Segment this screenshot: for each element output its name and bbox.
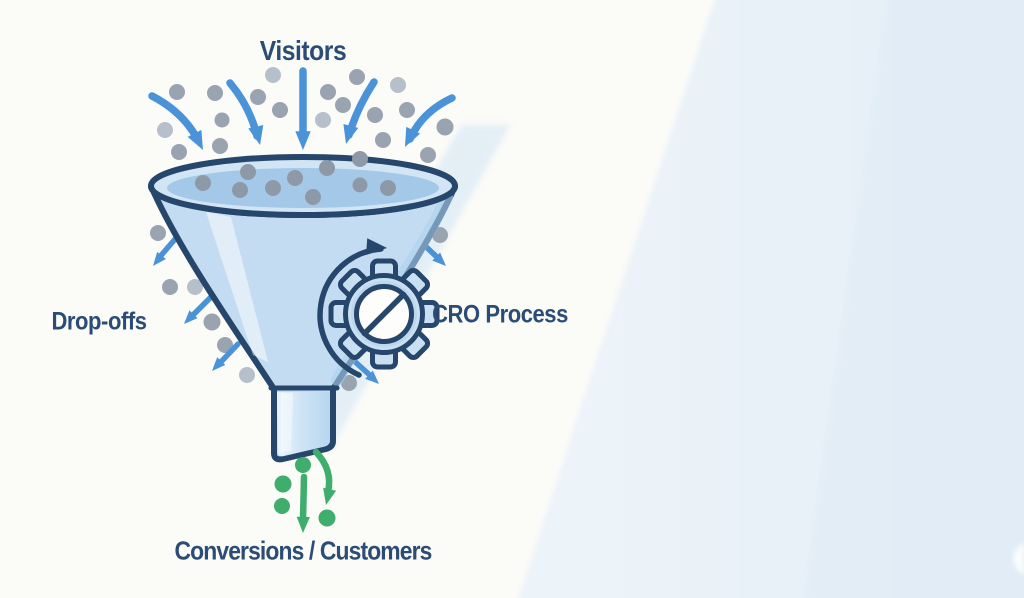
dot-icon [341,375,357,391]
dot-icon [207,85,223,101]
dot-icon [169,84,185,100]
dot-icon [171,144,187,160]
funnel-highlight-streak [206,212,268,362]
down-arrow-icon [312,448,333,496]
dot-icon [305,189,321,205]
x-mark-icon [381,390,405,414]
dot-icon [240,164,256,180]
dot-icon [203,313,221,331]
stem-highlight-streak [281,393,293,453]
dot-icon [232,182,248,198]
dot-icon [436,118,454,136]
dot-icon [217,337,233,353]
conversion-flow [274,448,337,534]
funnel-stem-shading [277,392,330,457]
dot-icon [367,107,383,123]
dot-icon [212,138,228,154]
dot-icon [274,475,292,493]
background-diagonal-band-overlay [803,0,1024,598]
dot-icon [380,180,396,196]
dot-icon [319,160,335,176]
visitors-label: Visitors [259,35,347,66]
cro-process-label: CRO Process [432,300,568,329]
visitor-dots-in-funnel [195,151,396,205]
funnel-opening [167,168,439,208]
dot-icon [390,77,406,93]
x-mark-icon [127,273,149,295]
arrowhead [338,123,359,146]
dot-icon [274,498,290,514]
background-highlight-sliver [1013,542,1024,576]
dot-icon [265,67,281,83]
arrowhead [319,487,337,507]
dot-icon [287,170,303,186]
dot-icon [420,147,436,163]
dot-icon [157,122,173,138]
dot-icon [352,177,368,193]
dot-icon [349,69,365,85]
diagonal-arrow-icon [188,293,215,320]
dot-icon [214,112,230,128]
x-mark-icon [451,270,473,292]
arrowhead [295,131,311,150]
arrowhead [296,516,310,534]
dot-icon [315,112,331,128]
dot-icon [318,509,336,527]
dot-icon [375,132,391,148]
dot-icon [352,151,368,167]
visitor-dots-scattered [150,67,454,391]
dot-icon [265,180,281,196]
gear-icon [328,258,440,370]
incoming-visitor-arrows [148,67,456,154]
dot-icon [162,279,178,295]
dot-icon [399,102,415,118]
dot-icon [150,225,166,241]
arrowhead [248,125,268,147]
x-mark-icon [160,325,182,347]
dot-icon [195,175,211,191]
dot-icon [187,279,203,295]
x-mark-icon [192,381,214,403]
dot-icon [272,102,288,118]
dot-icon [335,97,351,113]
drop-offs-label: Drop-offs [51,307,147,336]
gear-slash [361,291,407,337]
dot-icon [320,84,336,100]
dot-icon [295,457,311,473]
down-arrow-icon [299,473,308,524]
dot-icon [239,367,255,383]
conversions-label: Conversions / Customers [174,535,433,566]
dot-icon [250,89,266,105]
cycle-arrow-icon [317,238,388,378]
